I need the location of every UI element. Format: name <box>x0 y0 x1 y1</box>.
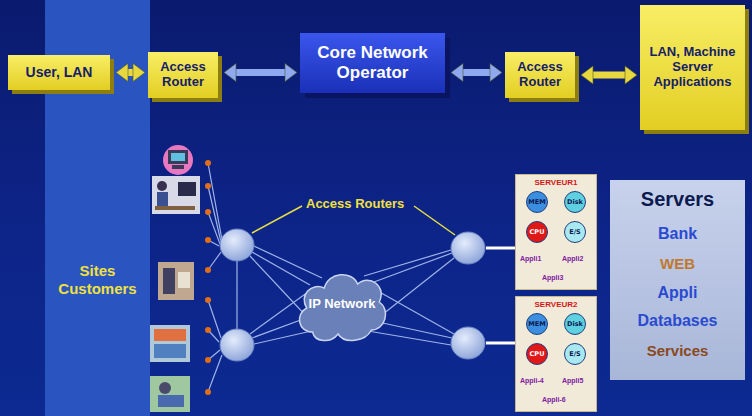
server-link <box>486 247 515 250</box>
connector-shaft <box>592 72 626 79</box>
node-text: Appli <box>658 279 698 307</box>
node-text: Services <box>647 335 709 367</box>
access-links <box>208 163 454 392</box>
router-circles <box>220 229 485 361</box>
arrow-head <box>581 66 593 84</box>
arrow-head <box>451 64 463 82</box>
arrow-head <box>116 64 128 82</box>
server-link <box>486 342 515 345</box>
node-text: LAN, Machine Server Applications <box>645 45 740 90</box>
node-text: SERVEUR2 <box>516 297 596 309</box>
arrow-head <box>133 64 145 82</box>
node-text: WEB <box>660 249 695 279</box>
server-box: SERVEUR2Appli-4 Appli5Appli-6 MEM DiskCPU E/… <box>515 296 597 412</box>
arrow-head <box>285 64 297 82</box>
node-text: Appli-4 <box>520 377 544 384</box>
node-text: Sites Customers <box>45 262 150 298</box>
connector-arrow <box>581 66 637 84</box>
node-text: Access Router <box>153 60 213 90</box>
node-text: IP Network <box>309 297 376 312</box>
node-text: Core Network Operator <box>306 43 439 82</box>
node-text: MEM <box>528 320 545 328</box>
access-router-box: Access Router <box>505 52 575 98</box>
io-circle: E/S <box>564 221 586 243</box>
connector-arrow <box>451 64 502 82</box>
ip-cloud: IP Network <box>293 262 391 346</box>
node-text: User, LAN <box>26 64 93 80</box>
node-text: Disk <box>567 320 583 328</box>
node-text: Appli3 <box>542 274 563 281</box>
arrow-head <box>490 64 502 82</box>
access-router-box: Access Router <box>148 52 218 98</box>
node-text: Bank <box>658 219 697 249</box>
node-text: Databases <box>637 307 717 335</box>
arrow-head <box>224 64 236 82</box>
node-text: E/S <box>569 228 581 236</box>
arrow-head <box>625 66 637 84</box>
node-text: Appli1 <box>520 255 541 262</box>
memory-circle: MEM <box>526 313 548 335</box>
node-text: Appli5 <box>562 377 583 384</box>
cpu-circle: CPU <box>526 221 548 243</box>
node-text: Access Router <box>510 60 570 90</box>
connector-arrow <box>224 64 297 82</box>
customer-icons <box>150 145 200 412</box>
io-circle: E/S <box>564 343 586 365</box>
node-text: Appli-6 <box>542 396 566 403</box>
node-text: Appli2 <box>562 255 583 262</box>
node-text: SERVEUR1 <box>516 175 596 187</box>
disk-circle: Disk <box>564 191 586 213</box>
node-text: Servers <box>641 188 714 211</box>
server-box: SERVEUR1Appli1 Appli2Appli3 MEM DiskCPU E/S <box>515 174 597 290</box>
connector-shaft <box>462 69 491 76</box>
node-text: CPU <box>530 350 545 358</box>
core-network-box: Core Network Operator <box>300 33 445 93</box>
lan-box: User, LAN <box>8 55 110 90</box>
connector-shaft <box>235 69 286 76</box>
node-text: E/S <box>569 350 581 358</box>
services-panel: ServersBankWEBAppliDatabasesServices <box>610 180 745 380</box>
customer-band: Sites Customers <box>45 110 150 416</box>
callout-label: Access Routers <box>306 196 404 211</box>
disk-circle: Disk <box>564 313 586 335</box>
port-dots <box>205 160 211 395</box>
memory-circle: MEM <box>526 191 548 213</box>
node-text: MEM <box>528 198 545 206</box>
cpu-circle: CPU <box>526 343 548 365</box>
server-lan-box: LAN, Machine Server Applications <box>640 5 745 130</box>
node-text: CPU <box>530 228 545 236</box>
connector-arrow <box>116 64 145 82</box>
node-text: Disk <box>567 198 583 206</box>
